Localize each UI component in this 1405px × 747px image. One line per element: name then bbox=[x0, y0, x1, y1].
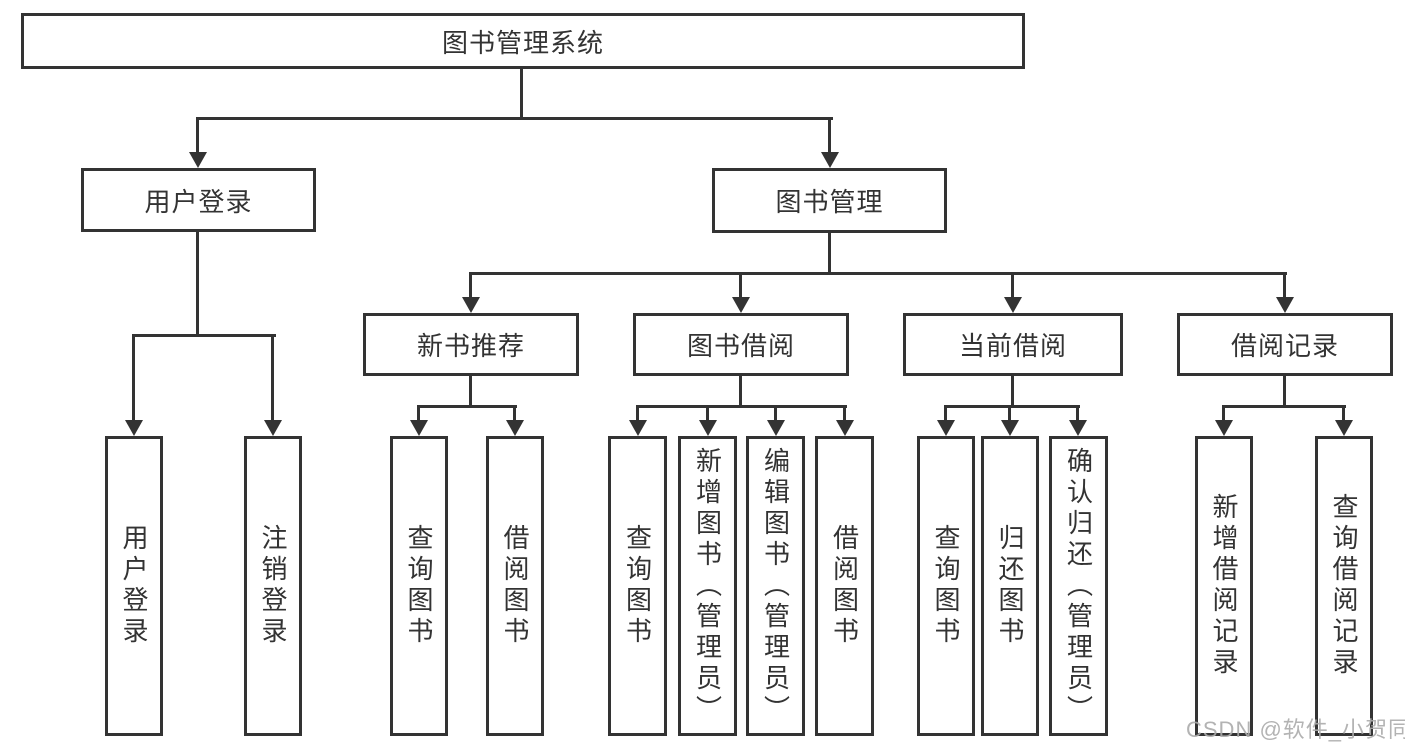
connector-line bbox=[1011, 376, 1014, 407]
arrow-down-icon bbox=[1335, 420, 1353, 436]
arrow-down-icon bbox=[264, 420, 282, 436]
connector-line bbox=[196, 117, 833, 120]
connector-line bbox=[132, 334, 276, 337]
node-label: 查询图书 bbox=[404, 524, 434, 648]
connector-line bbox=[636, 405, 639, 422]
arrow-down-icon bbox=[1001, 420, 1019, 436]
connector-line bbox=[1283, 376, 1286, 407]
arrow-down-icon bbox=[506, 420, 524, 436]
node-label: 借阅图书 bbox=[829, 524, 860, 648]
leaf-add-books-admin: 新增图书（管理员） bbox=[678, 436, 737, 736]
leaf-confirm-return-admin: 确认归还（管理员） bbox=[1049, 436, 1108, 736]
node-label: 借阅图书 bbox=[500, 524, 530, 648]
arrow-down-icon bbox=[821, 152, 839, 168]
connector-line bbox=[513, 405, 516, 422]
node-label: 图书管理 bbox=[775, 187, 884, 217]
connector-line bbox=[739, 272, 742, 300]
arrow-down-icon bbox=[699, 420, 717, 436]
arrow-down-icon bbox=[189, 152, 207, 168]
node-user-login: 用户登录 bbox=[81, 168, 316, 232]
node-label: 用户登录 bbox=[144, 186, 253, 217]
leaf-edit-books-admin: 编辑图书（管理员） bbox=[746, 436, 805, 736]
arrow-down-icon bbox=[125, 420, 143, 436]
connector-line bbox=[132, 334, 135, 422]
connector-line bbox=[1222, 405, 1225, 422]
node-label: 新书推荐 bbox=[416, 331, 525, 361]
node-label: 确认归还（管理员） bbox=[1063, 446, 1094, 726]
arrow-down-icon bbox=[1215, 420, 1233, 436]
node-label: 图书借阅 bbox=[686, 331, 795, 361]
leaf-borrow-books-1: 借阅图书 bbox=[486, 436, 544, 736]
node-borrowing-records: 借阅记录 bbox=[1177, 313, 1393, 376]
node-new-book-recommend: 新书推荐 bbox=[363, 313, 579, 376]
connector-line bbox=[636, 405, 847, 408]
connector-line bbox=[843, 405, 846, 422]
connector-line bbox=[944, 405, 1080, 408]
connector-line bbox=[196, 117, 199, 155]
node-label: 用户登录 bbox=[119, 524, 149, 648]
leaf-query-borrow-record: 查询借阅记录 bbox=[1315, 436, 1373, 736]
node-label: 查询图书 bbox=[622, 524, 653, 648]
leaf-query-books-2: 查询图书 bbox=[608, 436, 667, 736]
leaf-borrow-books-2: 借阅图书 bbox=[815, 436, 874, 736]
arrow-down-icon bbox=[1276, 297, 1294, 313]
arrow-down-icon bbox=[767, 420, 785, 436]
node-label: 新增图书（管理员） bbox=[692, 446, 723, 726]
connector-line bbox=[417, 405, 420, 422]
leaf-logout: 注销登录 bbox=[244, 436, 302, 736]
node-label: 借阅记录 bbox=[1230, 331, 1339, 361]
connector-line bbox=[469, 272, 1287, 275]
connector-line bbox=[828, 233, 831, 274]
connector-line bbox=[1076, 405, 1079, 422]
leaf-add-borrow-record: 新增借阅记录 bbox=[1195, 436, 1253, 736]
connector-line bbox=[520, 69, 523, 118]
connector-line bbox=[1283, 272, 1286, 300]
connector-line bbox=[196, 232, 199, 336]
node-label: 查询借阅记录 bbox=[1329, 493, 1359, 679]
node-current-borrowing: 当前借阅 bbox=[903, 313, 1123, 376]
connector-line bbox=[706, 405, 709, 422]
connector-line bbox=[417, 405, 517, 408]
connector-line bbox=[774, 405, 777, 422]
arrow-down-icon bbox=[462, 297, 480, 313]
connector-line bbox=[1342, 405, 1345, 422]
connector-line bbox=[469, 376, 472, 407]
arrow-down-icon bbox=[836, 420, 854, 436]
connector-line bbox=[1008, 405, 1011, 422]
node-label: 查询图书 bbox=[931, 524, 961, 648]
arrow-down-icon bbox=[410, 420, 428, 436]
connector-line bbox=[944, 405, 947, 422]
leaf-query-books-3: 查询图书 bbox=[917, 436, 975, 736]
node-book-management: 图书管理 bbox=[712, 168, 947, 233]
connector-line bbox=[1222, 405, 1346, 408]
node-label: 当前借阅 bbox=[958, 331, 1067, 361]
node-label: 新增借阅记录 bbox=[1209, 493, 1239, 679]
arrow-down-icon bbox=[1004, 297, 1022, 313]
node-label: 图书管理系统 bbox=[441, 27, 604, 58]
arrow-down-icon bbox=[629, 420, 647, 436]
connector-line bbox=[469, 272, 472, 300]
node-label: 归还图书 bbox=[995, 524, 1025, 648]
connector-line bbox=[1011, 272, 1014, 300]
leaf-user-login: 用户登录 bbox=[105, 436, 163, 736]
connector-line bbox=[271, 334, 274, 422]
node-label: 编辑图书（管理员） bbox=[760, 446, 791, 726]
node-library-management-system: 图书管理系统 bbox=[21, 13, 1025, 69]
node-book-borrowing: 图书借阅 bbox=[633, 313, 849, 376]
node-label: 注销登录 bbox=[258, 524, 288, 648]
leaf-query-books-1: 查询图书 bbox=[390, 436, 448, 736]
arrow-down-icon bbox=[732, 297, 750, 313]
connector-line bbox=[739, 376, 742, 407]
connector-line bbox=[828, 117, 831, 155]
arrow-down-icon bbox=[1069, 420, 1087, 436]
csdn-watermark: CSDN @软件_小贺同学 bbox=[1186, 717, 1405, 742]
arrow-down-icon bbox=[937, 420, 955, 436]
leaf-return-books: 归还图书 bbox=[981, 436, 1039, 736]
